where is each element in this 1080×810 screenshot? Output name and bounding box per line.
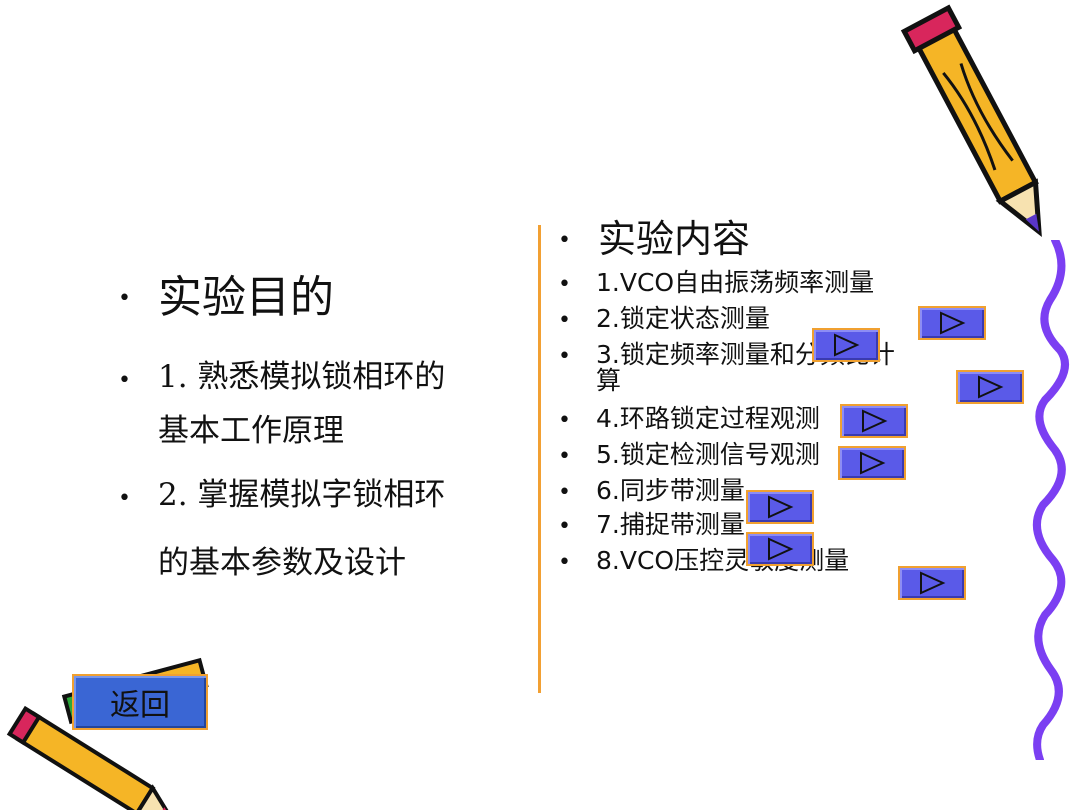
play-triangle-icon — [860, 451, 886, 475]
left-item-2-cont: 的基本参数及设计 — [158, 545, 406, 581]
left-title-bullet: • — [118, 286, 131, 311]
right-item-1: 1.VCO自由振荡频率测量 — [596, 268, 875, 297]
play-triangle-icon — [978, 375, 1004, 399]
right-item-bullet: • — [558, 408, 571, 433]
play-button-item-6[interactable] — [746, 490, 814, 524]
play-button-item-8[interactable] — [898, 566, 966, 600]
right-item-bullet: • — [558, 444, 571, 469]
play-triangle-icon — [834, 333, 860, 357]
right-title-bullet: • — [558, 228, 571, 253]
right-item-4: 4.环路锁定过程观测 — [596, 404, 820, 433]
right-title: 实验内容 — [598, 217, 751, 261]
play-button-item-4[interactable] — [840, 404, 908, 438]
back-button-label: 返回 — [110, 688, 170, 723]
play-triangle-icon — [768, 495, 794, 519]
play-button-item-3[interactable] — [956, 370, 1024, 404]
play-button-item-7[interactable] — [746, 532, 814, 566]
right-item-bullet: • — [558, 308, 571, 333]
play-button-item-5[interactable] — [838, 446, 906, 480]
right-item-bullet: • — [558, 514, 571, 539]
play-triangle-icon — [862, 409, 888, 433]
left-title: 实验目的 — [158, 272, 334, 323]
back-button[interactable]: 返回 — [72, 674, 208, 730]
play-button-item-2[interactable] — [812, 328, 880, 362]
play-triangle-icon — [920, 571, 946, 595]
right-item-7: 7.捕捉带测量 — [596, 510, 745, 539]
left-item-1-cont: 基本工作原理 — [158, 413, 344, 449]
left-item-bullet: • — [118, 486, 131, 511]
right-item-bullet: • — [558, 550, 571, 575]
right-item-5: 5.锁定检测信号观测 — [596, 440, 820, 469]
right-item-3-cont: 算 — [596, 366, 622, 395]
pencil-icon — [900, 4, 1042, 237]
play-triangle-icon — [768, 537, 794, 561]
right-item-bullet: • — [558, 480, 571, 505]
play-triangle-icon — [940, 311, 966, 335]
right-item-bullet: • — [558, 272, 571, 297]
column-divider — [538, 225, 541, 693]
right-item-2: 2.锁定状态测量 — [596, 304, 770, 333]
left-item-2: 2. 掌握模拟字锁相环 — [158, 477, 446, 513]
right-item-bullet: • — [558, 344, 571, 369]
wavy-line-decoration — [1033, 240, 1069, 760]
play-button-item-1[interactable] — [918, 306, 986, 340]
left-item-1: 1. 熟悉模拟锁相环的 — [158, 359, 446, 395]
right-item-6: 6.同步带测量 — [596, 476, 745, 505]
left-item-bullet: • — [118, 368, 131, 393]
